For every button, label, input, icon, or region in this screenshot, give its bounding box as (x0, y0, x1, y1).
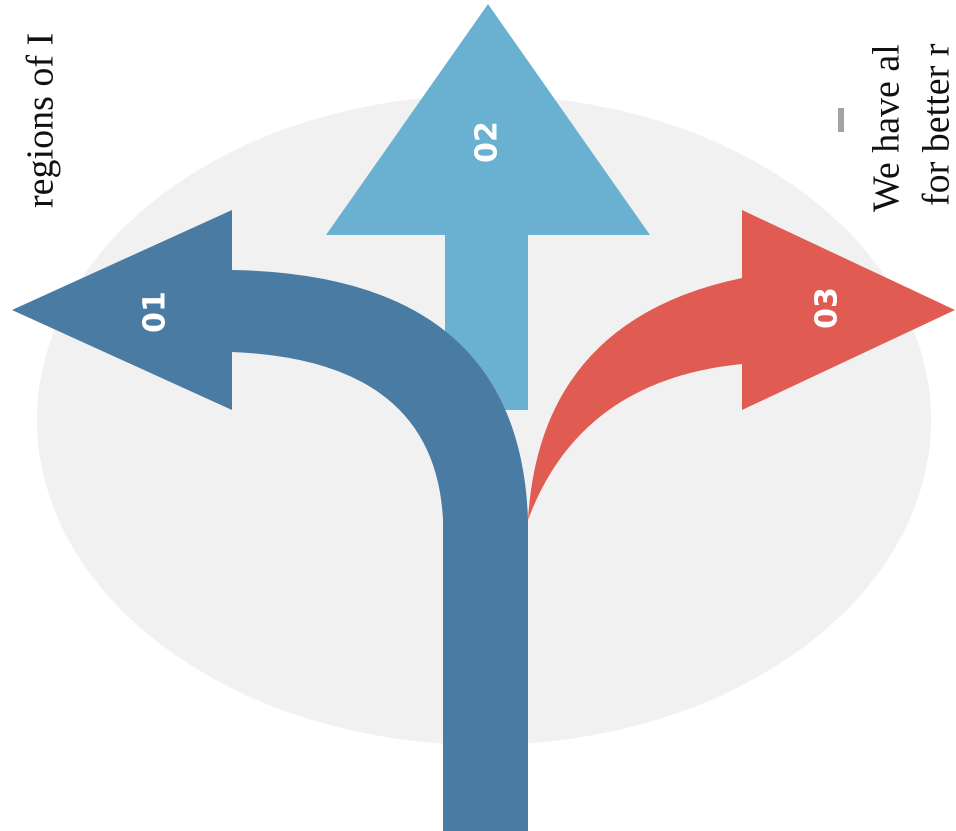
arrow-label-01: 01 (138, 291, 173, 333)
text-fragment-right-2: for better r (916, 43, 956, 206)
margin-mark (838, 108, 844, 132)
arrow-label-03: 03 (810, 287, 845, 329)
text-fragment-left: regions of I (20, 33, 62, 208)
arrow-label-02: 02 (470, 121, 505, 163)
text-fragment-right-1: We have al (866, 44, 908, 212)
